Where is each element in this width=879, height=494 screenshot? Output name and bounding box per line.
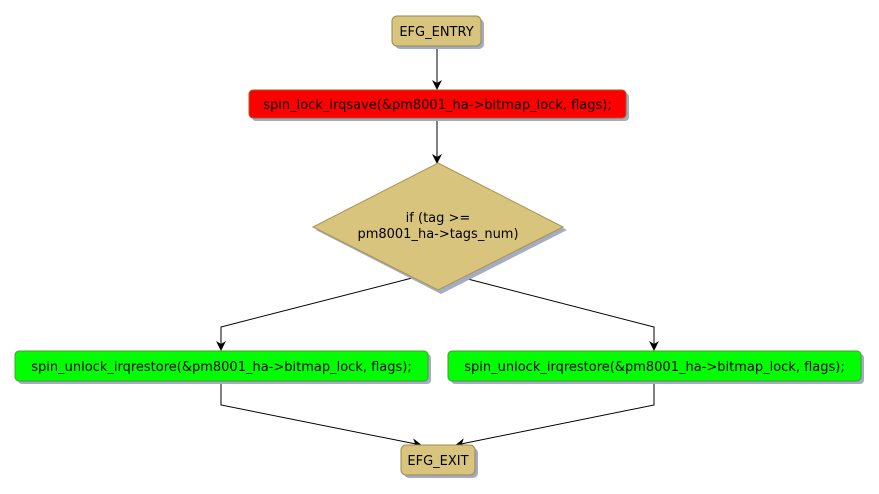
condition-node-label-line2: pm8001_ha->tags_num) — [357, 227, 518, 242]
edge-cond-to-unlock-left — [216, 276, 417, 351]
entry-node-label: EFG_ENTRY — [399, 25, 473, 40]
edge-cond-to-unlock-right — [459, 276, 659, 351]
unlock-right-node[interactable]: spin_unlock_irqrestore(&pm8001_ha->bitma… — [447, 350, 864, 384]
exit-node-label: EFG_EXIT — [407, 454, 468, 469]
lock-node-label: spin_lock_irqsave(&pm8001_ha->bitmap_loc… — [263, 98, 612, 113]
edge-unlock-left-to-exit — [220, 381, 422, 449]
entry-node[interactable]: EFG_ENTRY — [391, 15, 484, 49]
exit-node-box — [400, 444, 476, 476]
entry-node-box — [391, 15, 482, 47]
unlock-right-node-box — [447, 350, 862, 382]
lock-node-box — [248, 89, 627, 119]
condition-node-label-line1: if (tag >= — [406, 211, 471, 226]
unlock-right-node-label: spin_unlock_irqrestore(&pm8001_ha->bitma… — [464, 360, 845, 375]
unlock-left-node-label: spin_unlock_irqrestore(&pm8001_ha->bitma… — [31, 360, 412, 375]
lock-node[interactable]: spin_lock_irqsave(&pm8001_ha->bitmap_loc… — [248, 89, 629, 121]
exit-node[interactable]: EFG_EXIT — [400, 444, 478, 478]
unlock-left-node[interactable]: spin_unlock_irqrestore(&pm8001_ha->bitma… — [14, 350, 431, 384]
condition-node[interactable]: if (tag >= pm8001_ha->tags_num) — [311, 162, 567, 294]
edges — [216, 46, 659, 449]
unlock-left-node-box — [14, 350, 429, 382]
condition-node-diamond — [311, 162, 565, 291]
edge-unlock-right-to-exit — [455, 381, 655, 449]
